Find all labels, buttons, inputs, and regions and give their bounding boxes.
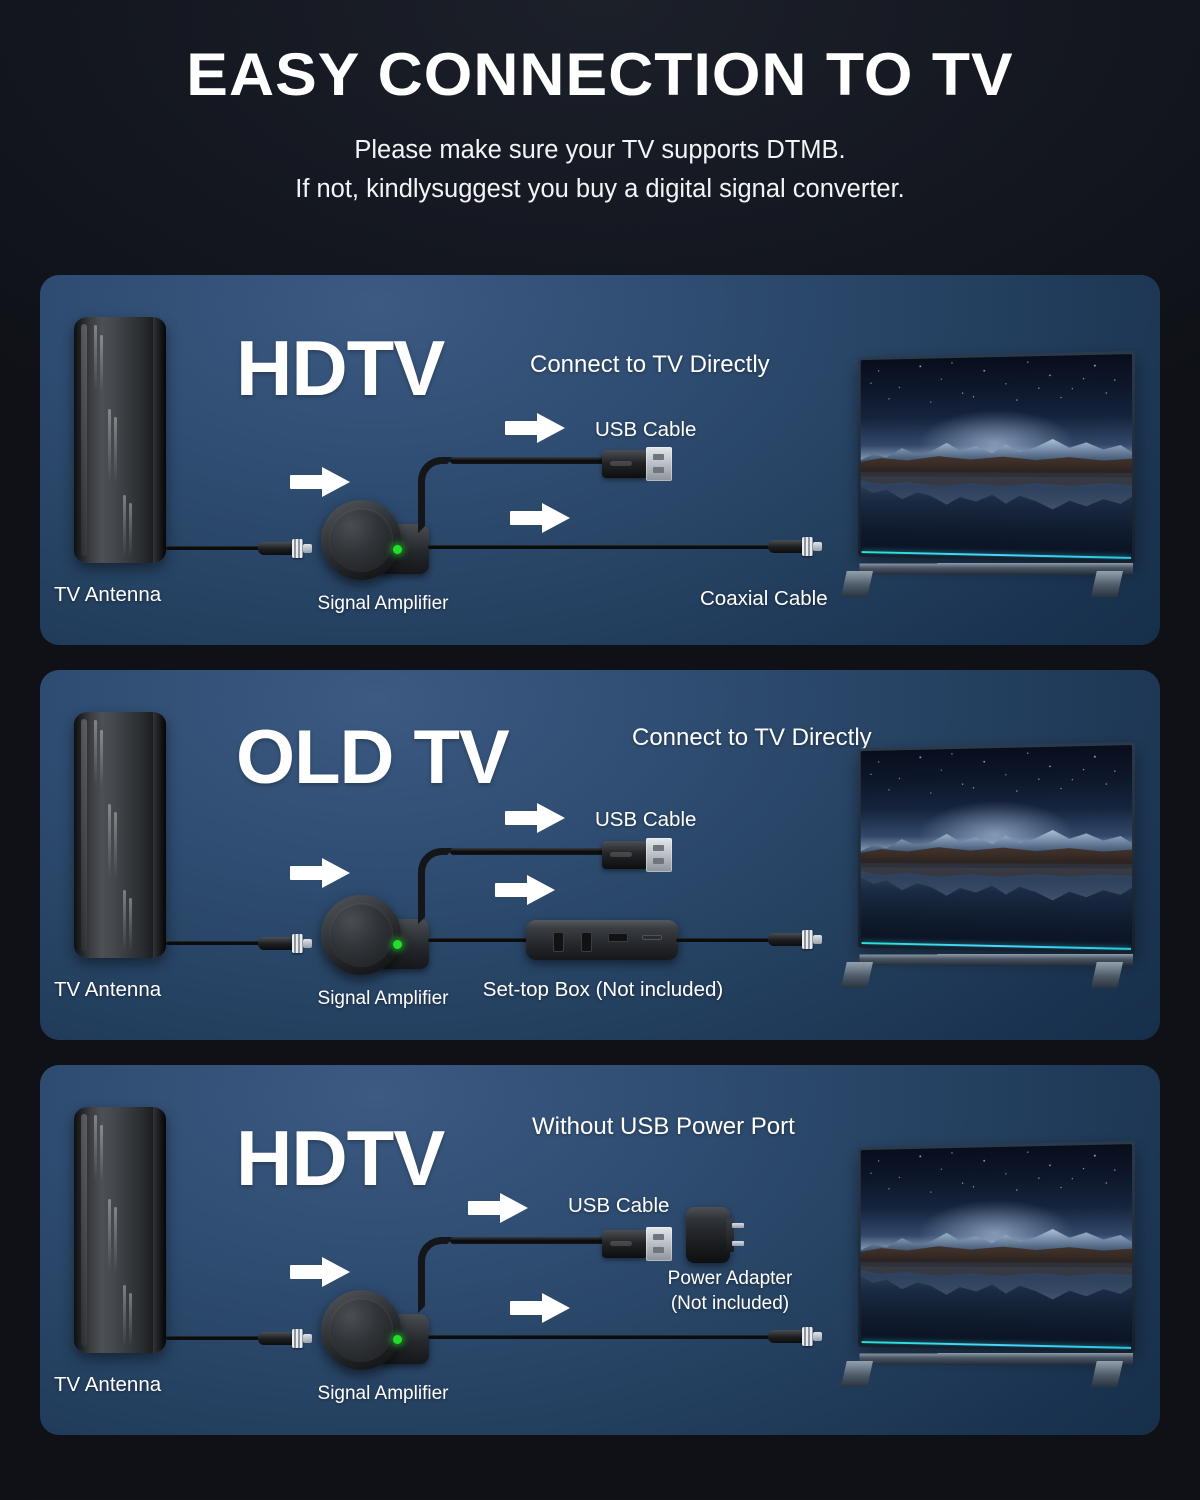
panel-model-label: OLD TV — [236, 715, 510, 800]
usb-cable — [450, 848, 628, 855]
label-usb-cable: USB Cable — [595, 418, 697, 441]
amp-to-settop-wire — [428, 938, 536, 942]
usb-cable-bend — [418, 1237, 454, 1313]
antenna-wire — [166, 941, 282, 945]
label-set-top-box: Set-top Box (Not included) — [482, 978, 724, 1001]
usb-connector — [602, 447, 672, 481]
usb-connector — [602, 838, 672, 872]
label-power-adapter-line1: Power Adapter — [667, 1268, 793, 1289]
label-usb-cable: USB Cable — [595, 808, 697, 831]
antenna-wire — [166, 546, 282, 550]
right-arrow-icon — [505, 413, 565, 443]
page-header: EASY CONNECTION TO TV Please make sure y… — [0, 0, 1200, 209]
usb-cable — [450, 1237, 628, 1244]
subtitle-line-1: Please make sure your TV supports DTMB. — [354, 136, 846, 165]
panel-hdtv-no-usb: TV Antenna HDTV Without USB Power Port S… — [40, 1065, 1160, 1435]
right-arrow-icon — [468, 1193, 528, 1223]
antenna-coax-plug — [258, 934, 314, 953]
usb-cable-bend — [418, 848, 454, 924]
label-signal-amplifier: Signal Amplifier — [317, 988, 449, 1009]
antenna-wire — [166, 1336, 282, 1340]
right-arrow-icon — [290, 467, 350, 497]
subtitle-line-2: If not, kindlysuggest you buy a digital … — [295, 174, 905, 203]
power-led-icon — [393, 940, 402, 949]
label-usb-cable: USB Cable — [568, 1194, 670, 1217]
label-signal-amplifier: Signal Amplifier — [317, 593, 449, 614]
panel-mode-label: Connect to TV Directly — [530, 351, 770, 378]
usb-cable — [450, 457, 628, 464]
right-arrow-icon — [290, 1257, 350, 1287]
label-tv-antenna: TV Antenna — [54, 583, 162, 606]
usb-connector — [602, 1227, 672, 1261]
right-arrow-icon — [495, 875, 555, 905]
label-tv-antenna: TV Antenna — [54, 1373, 162, 1396]
power-adapter-icon — [686, 1207, 744, 1263]
coaxial-connector — [768, 1327, 824, 1346]
diagram-panels: TV Antenna HDTV Connect to TV Directly S… — [40, 275, 1160, 1460]
settop-to-tv-wire — [676, 938, 778, 942]
panel-model-label: HDTV — [236, 324, 445, 412]
panel-mode-label: Without USB Power Port — [532, 1113, 795, 1140]
power-led-icon — [393, 545, 402, 554]
label-power-adapter-line2: (Not included) — [670, 1293, 790, 1314]
usb-cable-bend — [418, 457, 454, 533]
label-coaxial-cable: Coaxial Cable — [700, 587, 828, 610]
panel-mode-label: Connect to TV Directly — [632, 724, 872, 751]
panel-model-label: HDTV — [236, 1114, 445, 1202]
coaxial-cable — [428, 1335, 796, 1339]
set-top-box-icon — [526, 920, 678, 960]
right-arrow-icon — [510, 503, 570, 533]
label-signal-amplifier: Signal Amplifier — [317, 1383, 449, 1404]
page-title: EASY CONNECTION TO TV — [186, 41, 1014, 108]
antenna-coax-plug — [258, 539, 314, 558]
panel-old-tv: TV Antenna OLD TV Connect to TV Directly… — [40, 670, 1160, 1040]
right-arrow-icon — [510, 1293, 570, 1323]
right-arrow-icon — [505, 803, 565, 833]
label-tv-antenna: TV Antenna — [54, 978, 162, 1001]
coaxial-connector — [768, 537, 824, 556]
coaxial-connector — [768, 930, 824, 949]
antenna-coax-plug — [258, 1329, 314, 1348]
tv-antenna-icon — [74, 712, 166, 958]
tv-antenna-icon — [74, 317, 166, 563]
coaxial-cable — [428, 545, 796, 549]
power-led-icon — [393, 1335, 402, 1344]
page-subtitle: Please make sure your TV supports DTMB. … — [0, 131, 1200, 209]
panel-hdtv-direct: TV Antenna HDTV Connect to TV Directly S… — [40, 275, 1160, 645]
right-arrow-icon — [290, 858, 350, 888]
tv-antenna-icon — [74, 1107, 166, 1353]
